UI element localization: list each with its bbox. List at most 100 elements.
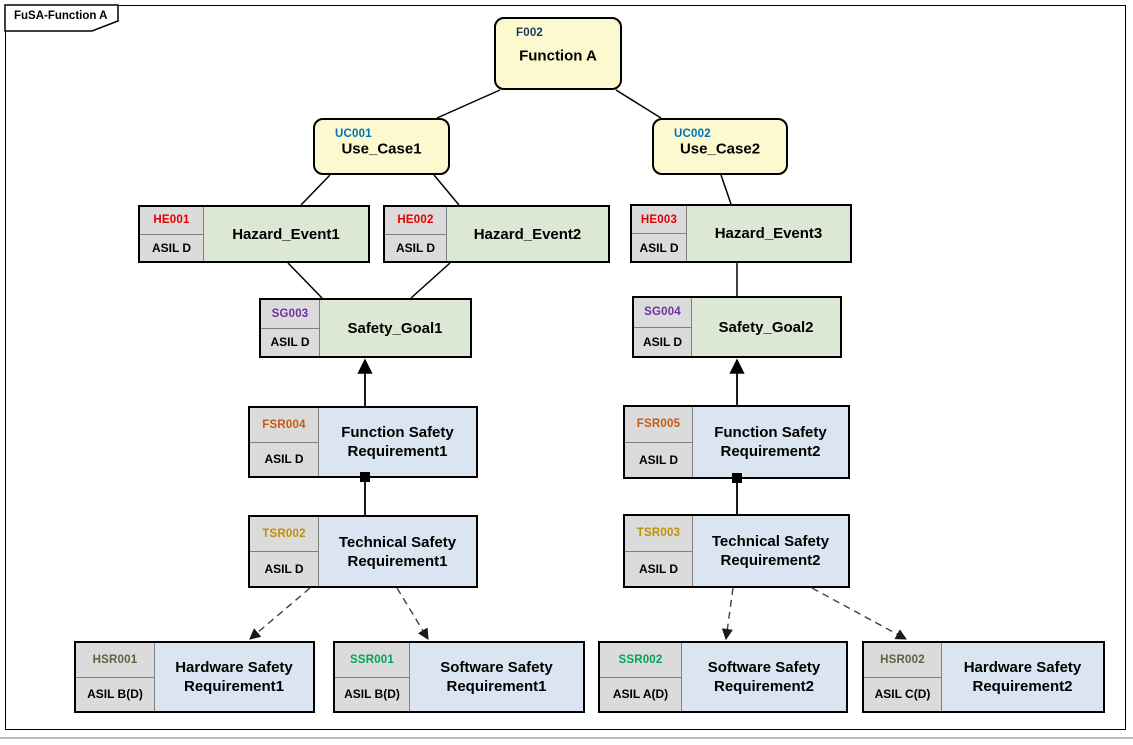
node-label: Software Safety Requirement1: [440, 659, 553, 695]
node-code: UC002: [674, 128, 711, 140]
node-label: Hazard_Event1: [232, 225, 340, 243]
node-label: Function Safety Requirement1: [341, 424, 454, 460]
node-asil-cell: ASIL D: [140, 235, 203, 262]
node-label: Use_Case2: [679, 140, 761, 158]
node-code: HSR002: [880, 653, 925, 666]
asil-rating: ASIL D: [638, 452, 679, 467]
node-code-cell: FSR004: [250, 408, 318, 443]
node-label: Hazard_Event2: [473, 225, 582, 243]
bottom-edge-line: [0, 737, 1133, 739]
node-asil-cell: ASIL D: [625, 552, 692, 587]
node-code-cell: TSR002: [250, 517, 318, 552]
node-code: HSR001: [92, 653, 138, 666]
node-code: TSR002: [262, 528, 306, 540]
node-asil-cell: ASIL D: [250, 443, 318, 477]
asil-rating: ASIL D: [151, 240, 192, 255]
node-code: F002: [516, 27, 544, 39]
asil-rating: ASIL D: [639, 240, 679, 255]
node-asil-cell: ASIL D: [261, 329, 319, 357]
node-label: Hazard_Event3: [714, 225, 823, 242]
node-label: Safety_Goal1: [347, 319, 443, 337]
node-asil-cell: ASIL B(D): [76, 678, 154, 712]
asil-rating: ASIL B(D): [344, 687, 400, 702]
node-code-cell: SG003: [261, 300, 319, 329]
asil-rating: ASIL A(D): [612, 687, 669, 702]
node-asil-cell: ASIL D: [634, 328, 691, 357]
node-code: SSR002: [618, 653, 663, 666]
node-asil-cell: ASIL D: [632, 234, 686, 261]
node-asil-cell: ASIL C(D): [864, 678, 941, 712]
node-code: FSR004: [262, 418, 306, 431]
asil-rating: ASIL D: [642, 334, 683, 349]
node-code-cell: TSR003: [625, 516, 692, 552]
node-label: Safety_Goal2: [718, 318, 814, 336]
node-code-cell: SSR001: [335, 643, 409, 678]
diagram-frame: [5, 5, 1126, 730]
asil-rating: ASIL D: [395, 240, 436, 255]
node-label: Technical Safety Requirement2: [711, 533, 830, 569]
node-label: Technical Safety Requirement1: [338, 533, 457, 570]
node-code-cell: HE001: [140, 207, 203, 235]
node-asil-cell: ASIL B(D): [335, 678, 409, 712]
node-label: Hardware Safety Requirement2: [963, 659, 1082, 695]
node-asil-cell: ASIL A(D): [600, 678, 681, 712]
asil-rating: ASIL D: [270, 335, 310, 350]
node-code: HE001: [153, 214, 190, 227]
node-code: SG003: [271, 307, 309, 320]
node-code-cell: FSR005: [625, 407, 692, 443]
node-code-cell: HE003: [632, 206, 686, 234]
asil-rating: ASIL D: [264, 452, 304, 467]
node-label: Function Safety Requirement2: [714, 424, 827, 460]
node-code-cell: SSR002: [600, 643, 681, 678]
asil-rating: ASIL D: [638, 561, 679, 576]
node-label: Function A: [519, 47, 597, 65]
node-asil-cell: ASIL D: [385, 235, 446, 262]
node-label: Hardware Safety Requirement1: [175, 659, 293, 695]
node-code-cell: HSR001: [76, 643, 154, 678]
node-code-cell: SG004: [634, 298, 691, 328]
frame-title: FuSA-Function A: [14, 10, 108, 22]
node-asil-cell: ASIL D: [625, 443, 692, 478]
node-label: Software Safety Requirement2: [707, 659, 821, 695]
node-asil-cell: ASIL D: [250, 552, 318, 586]
node-code: FSR005: [636, 418, 681, 431]
node-label: Use_Case1: [341, 140, 422, 158]
node-code-cell: HE002: [385, 207, 446, 235]
node-code: UC001: [335, 128, 372, 140]
node-code: HE002: [397, 214, 434, 227]
asil-rating: ASIL B(D): [87, 687, 143, 702]
node-code-cell: HSR002: [864, 643, 941, 678]
node-code: SG004: [644, 306, 681, 319]
node-code: SSR001: [349, 653, 395, 666]
